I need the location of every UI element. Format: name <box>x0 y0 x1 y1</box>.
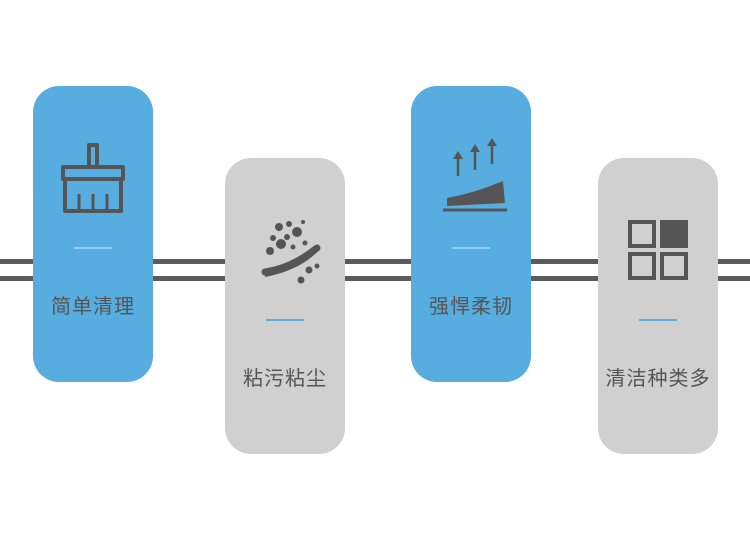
feature-card-strong-flexible: 强悍柔韧 <box>411 86 531 382</box>
dust-particles-icon <box>245 210 325 290</box>
card-divider <box>639 319 677 321</box>
card-divider <box>266 319 304 321</box>
feature-card-easy-clean: 简单清理 <box>33 86 153 382</box>
flexible-strong-icon <box>431 138 511 218</box>
brush-icon <box>53 138 133 218</box>
connector-line-top <box>0 259 750 264</box>
feature-label: 强悍柔韧 <box>429 294 513 318</box>
card-divider <box>74 247 112 249</box>
feature-label: 清洁种类多 <box>605 366 711 390</box>
feature-card-many-clean-types: 清洁种类多 <box>598 158 718 454</box>
feature-card-dust-sticking: 粘污粘尘 <box>225 158 345 454</box>
card-divider <box>452 247 490 249</box>
feature-label: 简单清理 <box>51 294 135 318</box>
connector-line-bottom <box>0 276 750 281</box>
feature-label: 粘污粘尘 <box>243 366 327 390</box>
grid-squares-icon <box>618 210 698 290</box>
